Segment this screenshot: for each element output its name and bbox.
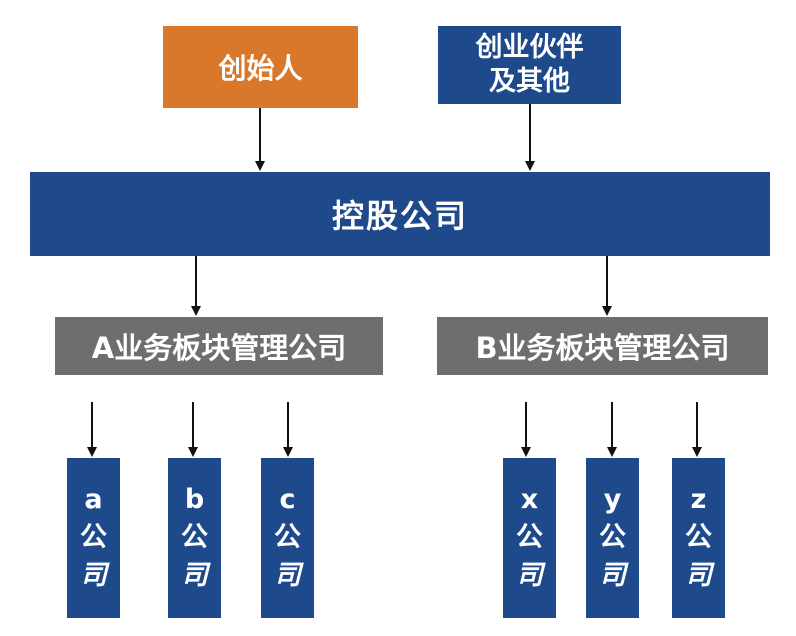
subsidiary-y-node: y 公 司 xyxy=(586,458,639,618)
subsidiary-word2: 司 xyxy=(516,560,543,591)
mgmt-company-b-node: B业务板块管理公司 xyxy=(437,317,768,375)
mgmt-company-a-label: A业务板块管理公司 xyxy=(91,331,347,365)
subsidiary-letter: y xyxy=(603,484,622,515)
subsidiary-word2: 司 xyxy=(685,560,712,591)
partners-label-line1: 创业伙伴 xyxy=(475,32,584,63)
subsidiary-z-node: z 公 司 xyxy=(672,458,725,618)
subsidiary-x-node: x 公 司 xyxy=(503,458,556,618)
partners-label-line2: 及其他 xyxy=(489,66,570,97)
subsidiary-c-node: c 公 司 xyxy=(261,458,314,618)
subsidiary-b-node: b 公 司 xyxy=(168,458,221,618)
founder-label: 创始人 xyxy=(218,52,303,85)
subsidiary-word1: 公 xyxy=(685,522,712,553)
subsidiary-letter: c xyxy=(279,484,296,515)
holding-company-node: 控股公司 xyxy=(30,172,770,256)
partners-node: 创业伙伴 及其他 xyxy=(438,26,621,104)
subsidiary-word2: 司 xyxy=(181,560,208,591)
subsidiary-letter: x xyxy=(520,484,539,515)
subsidiary-word2: 司 xyxy=(599,560,626,591)
subsidiary-word1: 公 xyxy=(599,522,626,553)
mgmt-company-a-node: A业务板块管理公司 xyxy=(55,317,383,375)
subsidiary-word1: 公 xyxy=(516,522,543,553)
founder-node: 创始人 xyxy=(163,26,358,108)
subsidiary-letter: z xyxy=(690,484,707,515)
mgmt-company-b-label: B业务板块管理公司 xyxy=(475,331,730,365)
subsidiary-word1: 公 xyxy=(80,522,107,553)
subsidiary-a-node: a 公 司 xyxy=(67,458,120,618)
subsidiary-word2: 司 xyxy=(274,560,301,591)
holding-company-label: 控股公司 xyxy=(331,197,468,235)
subsidiary-word1: 公 xyxy=(274,522,301,553)
subsidiary-word1: 公 xyxy=(181,522,208,553)
subsidiary-letter: a xyxy=(84,484,103,515)
subsidiary-letter: b xyxy=(184,484,205,515)
subsidiary-word2: 司 xyxy=(80,560,107,591)
